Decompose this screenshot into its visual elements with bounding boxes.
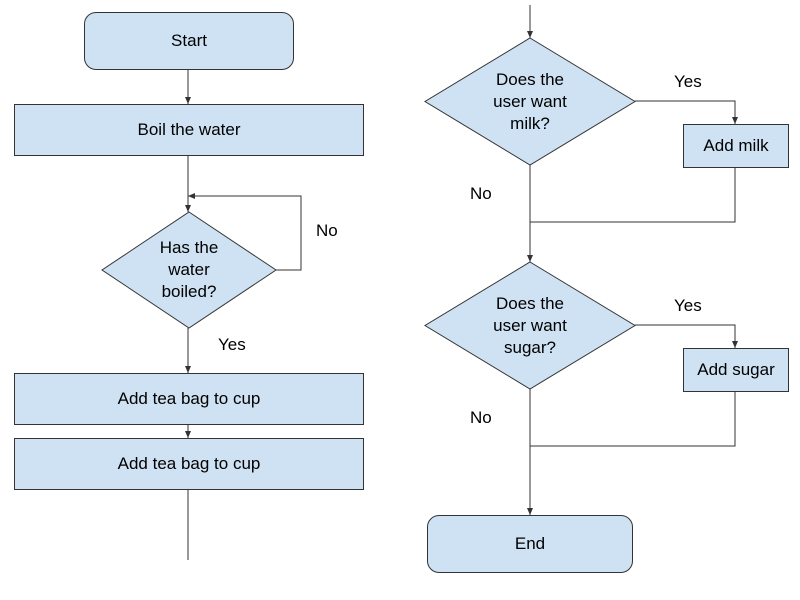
line-milk-return (530, 168, 736, 223)
decision-diamond-shape (424, 37, 636, 166)
decision-diamond-shape (101, 211, 277, 329)
milk-question-line-3: milk? (510, 113, 550, 133)
sugar-question-line-1: Does the (495, 293, 565, 313)
water-boiled-question-line-3: boiled? (161, 282, 217, 301)
add-tea-bag-label-1: Add tea bag to cup (117, 389, 261, 408)
decision-diamond-shape (424, 261, 636, 390)
add-milk-label: Add milk (703, 136, 769, 155)
milk-no-label: No (470, 184, 492, 203)
end-label: End (514, 534, 546, 553)
water-boiled-question-line-2: water (168, 260, 210, 279)
sugar-decision: Does the user want sugar? (424, 261, 636, 390)
start-label: Start (171, 31, 207, 50)
add-sugar-step: Add sugar (683, 348, 789, 392)
milk-question-line-1: Does the (495, 69, 565, 89)
add-tea-bag-step-2: Add tea bag to cup (14, 438, 364, 490)
start-node: Start (84, 12, 294, 70)
milk-question-line-2: user want (493, 91, 567, 111)
sugar-no-label: No (470, 408, 492, 427)
boil-water-step: Boil the water (14, 104, 364, 156)
arrow-sugar-yes (635, 324, 738, 348)
water-boiled-question-line-1: Has the (159, 238, 219, 257)
add-sugar-label: Add sugar (697, 360, 775, 379)
milk-decision: Does the user want milk? (424, 37, 636, 166)
boiled-yes-label: Yes (218, 335, 246, 354)
add-milk-step: Add milk (683, 124, 789, 168)
add-tea-bag-step-1: Add tea bag to cup (14, 373, 364, 425)
boiled-no-label: No (316, 221, 338, 240)
arrow-milk-yes (635, 100, 738, 124)
line-sugar-return (530, 392, 736, 447)
sugar-question-line-3: sugar? (504, 337, 556, 357)
milk-yes-label: Yes (674, 72, 702, 91)
add-tea-bag-label-2: Add tea bag to cup (117, 454, 261, 473)
sugar-yes-label: Yes (674, 296, 702, 315)
end-node: End (427, 515, 633, 573)
boil-water-label: Boil the water (137, 120, 241, 139)
arrow-not-boiled-loop (188, 193, 302, 271)
water-boiled-decision: Has the water boiled? (101, 211, 277, 329)
sugar-question-line-2: user want (493, 315, 567, 335)
